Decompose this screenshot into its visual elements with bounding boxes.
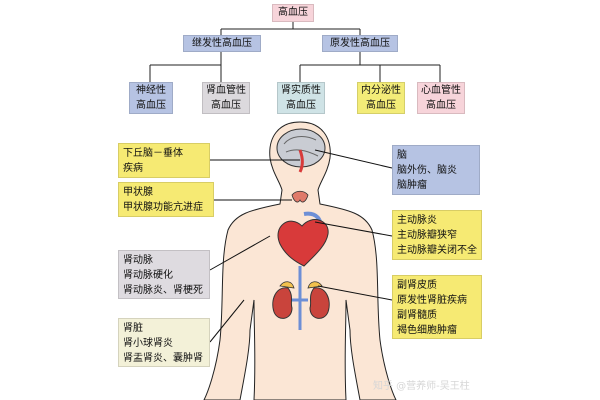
kidney-label: 肾脏 肾小球肾炎 肾盂肾炎、囊肿肾 [118, 318, 210, 367]
thyroid-icon [291, 190, 309, 203]
watermark-text: 知乎 @营养师-吴王柱 [373, 381, 470, 392]
thyroid-label: 甲状腺 甲状腺功能亢进症 [118, 182, 214, 217]
endocrine-node: 内分泌性 高血压 [357, 82, 405, 114]
leader-line-5 [314, 221, 393, 237]
brain-label: 脑 脑外伤、脑炎 脑肿瘤 [392, 145, 480, 195]
renovascular-node: 肾血管性 高血压 [202, 82, 250, 114]
leader-line-3 [209, 299, 245, 343]
renal-parenchymal-node: 肾实质性 高血压 [277, 82, 325, 114]
renal-artery-label: 肾动脉 肾动脉硬化 肾动脉炎、肾梗死 [118, 250, 210, 299]
secondary-hypertension-node: 继发性高血压 [183, 35, 261, 52]
neurogenic-node: 神经性 高血压 [129, 82, 173, 114]
hypothalamus-label: 下丘脑－垂体 疾病 [118, 143, 210, 178]
leader-line-2 [209, 235, 271, 271]
renal-vessels [292, 266, 308, 330]
root-node: 高血压 [272, 4, 314, 22]
leader-line-4 [314, 149, 393, 169]
leader-line-6 [317, 285, 393, 301]
primary-hypertension-node: 原发性高血压 [322, 35, 398, 52]
aorta-label: 主动脉炎 主动脉瓣狭窄 主动脉瓣关闭不全 [392, 210, 482, 260]
cardiovascular-node: 心血管性 高血压 [417, 82, 465, 114]
left-kidney-icon [272, 287, 293, 319]
watermark: 知乎 @营养师-吴王柱 [373, 377, 470, 392]
adrenal-label: 副肾皮质 原发性肾脏疾病 副肾髓质 褐色细胞肿瘤 [392, 275, 482, 339]
adrenal-icon [279, 281, 323, 289]
right-kidney-icon [309, 287, 330, 319]
brainstem-icon [298, 149, 304, 173]
